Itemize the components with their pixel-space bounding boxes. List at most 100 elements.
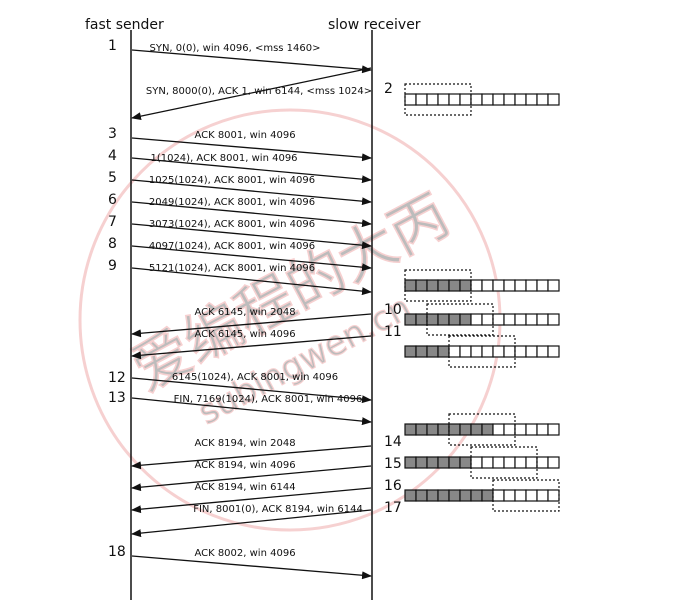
buffer-cell (448, 313, 461, 326)
buffer-cell (437, 279, 450, 292)
buffer-cell (470, 456, 483, 469)
buffer-cell (492, 489, 505, 502)
message-arrow (131, 555, 372, 580)
receive-window (492, 479, 560, 512)
receive-window (470, 446, 538, 479)
buffer-cell (415, 279, 428, 292)
buffer-cell (525, 313, 538, 326)
buffer-cell (514, 345, 527, 358)
message-arrow (131, 49, 372, 74)
buffer-cell (492, 279, 505, 292)
buffer-cell (492, 93, 505, 106)
buffer-cell (415, 93, 428, 106)
buffer-cell (415, 345, 428, 358)
step-number: 8 (108, 236, 117, 252)
buffer-cell (525, 489, 538, 502)
buffer-cell (547, 489, 560, 502)
buffer-cell (514, 279, 527, 292)
buffer-cell (404, 456, 417, 469)
message-arrow (131, 223, 372, 250)
buffer-cell (426, 279, 439, 292)
buffer-cell (481, 489, 494, 502)
buffer-cell (547, 345, 560, 358)
step-number: 6 (108, 192, 117, 208)
message-arrow (131, 201, 372, 228)
buffer-cell (426, 313, 439, 326)
receive-window (404, 269, 472, 302)
buffer-cell (404, 345, 417, 358)
message-label: 1(1024), ACK 8001, win 4096 (150, 153, 297, 164)
message-label: ACK 6145, win 2048 (194, 307, 295, 318)
buffer-cell (470, 489, 483, 502)
receiver-header: slow receiver (328, 17, 421, 33)
buffer-cell (492, 345, 505, 358)
buffer-cell (437, 345, 450, 358)
buffer-cell (536, 423, 549, 436)
buffer-cell (503, 93, 516, 106)
message-label: 5121(1024), ACK 8001, win 4096 (149, 263, 315, 274)
buffer-cell (547, 313, 560, 326)
buffer-cell (404, 313, 417, 326)
buffer-cell (503, 345, 516, 358)
message-label: ACK 8194, win 2048 (194, 438, 295, 449)
message-label: 4097(1024), ACK 8001, win 4096 (149, 241, 315, 252)
buffer-cell (470, 345, 483, 358)
step-number: 10 (384, 302, 402, 318)
buffer-cell (437, 313, 450, 326)
buffer-cell (492, 313, 505, 326)
message-label: SYN, 0(0), win 4096, <mss 1460> (149, 43, 320, 54)
message-arrow (131, 245, 372, 272)
buffer-cell (404, 93, 417, 106)
buffer-cell (448, 456, 461, 469)
receive-buffer (404, 303, 560, 336)
step-number: 14 (384, 434, 402, 450)
buffer-cell (437, 423, 450, 436)
step-number: 4 (108, 148, 117, 164)
buffer-cell (481, 93, 494, 106)
buffer-cell (459, 93, 472, 106)
buffer-cell (448, 489, 461, 502)
receive-buffer (404, 335, 560, 368)
buffer-cell (536, 313, 549, 326)
buffer-cell (415, 423, 428, 436)
message-arrow (131, 465, 372, 492)
step-number: 5 (108, 170, 117, 186)
receive-window (426, 303, 494, 336)
buffer-cell (514, 423, 527, 436)
buffer-cell (448, 279, 461, 292)
message-label: ACK 8001, win 4096 (194, 130, 295, 141)
buffer-cell (437, 456, 450, 469)
step-number: 18 (108, 544, 126, 560)
buffer-cell (459, 423, 472, 436)
message-arrow (131, 377, 372, 404)
buffer-cell (503, 279, 516, 292)
message-label: FIN, 8001(0), ACK 8194, win 6144 (193, 504, 363, 515)
buffer-cell (525, 93, 538, 106)
buffer-cell (547, 93, 560, 106)
buffer-cell (514, 489, 527, 502)
message-arrow (131, 313, 372, 338)
buffer-cell (470, 279, 483, 292)
step-number: 1 (108, 38, 117, 54)
step-number: 12 (108, 370, 126, 386)
message-label: ACK 8194, win 4096 (194, 460, 295, 471)
buffer-cell (547, 423, 560, 436)
message-arrow (131, 335, 372, 360)
buffer-cell (426, 489, 439, 502)
message-label: SYN, 8000(0), ACK 1, win 6144, <mss 1024… (146, 86, 372, 97)
buffer-cell (404, 279, 417, 292)
buffer-cell (415, 489, 428, 502)
message-label: FIN, 7169(1024), ACK 8001, win 4096 (174, 394, 363, 405)
buffer-cell (514, 456, 527, 469)
receive-buffer (404, 413, 560, 446)
step-number: 13 (108, 390, 126, 406)
buffer-cell (448, 423, 461, 436)
buffer-cell (481, 423, 494, 436)
buffer-cell (404, 489, 417, 502)
buffer-cell (426, 93, 439, 106)
message-arrow (131, 157, 372, 184)
message-arrow (131, 179, 372, 206)
step-number: 2 (384, 81, 393, 97)
receive-buffer (404, 479, 560, 512)
